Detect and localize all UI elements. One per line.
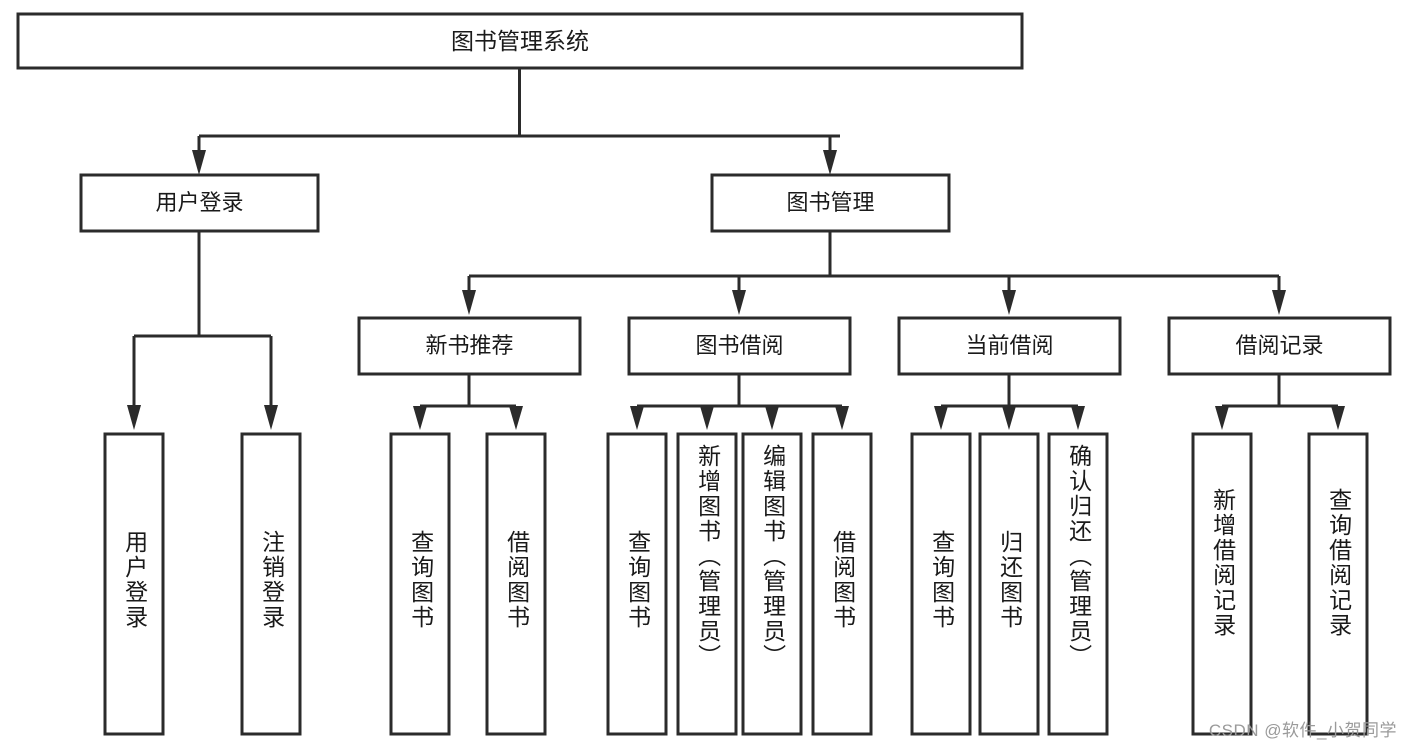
node-borrow-records[interactable]: 借阅记录	[1167, 316, 1392, 376]
leaf-box-query-book-3[interactable]	[910, 432, 972, 736]
arrow-root-to-book-mgmt	[823, 150, 837, 175]
node-current-borrow[interactable]: 当前借阅	[897, 316, 1122, 376]
arrow-bookmgmt-to-records	[1272, 290, 1286, 315]
leaf-box-borrow-book-1[interactable]	[485, 432, 547, 736]
node-new-book-recommend[interactable]: 新书推荐	[357, 316, 582, 376]
csdn-watermark: CSDN @软件_小贺同学	[1208, 721, 1397, 740]
leaf-box-query-borrow-record[interactable]	[1307, 432, 1369, 736]
node-borrow-records-box[interactable]	[1167, 316, 1392, 376]
arrow-current-leaf-3	[1071, 406, 1085, 430]
node-root-box[interactable]	[16, 12, 1024, 70]
leaf-box-return-book[interactable]	[978, 432, 1040, 736]
arrow-newbook-leaf-1	[413, 406, 427, 430]
arrow-borrow-leaf-2	[700, 406, 714, 430]
node-book-borrow[interactable]: 图书借阅	[627, 316, 852, 376]
node-user-login-label: 用户登录	[155, 190, 243, 215]
arrow-borrow-leaf-1	[630, 406, 644, 430]
leaf-box-logout[interactable]	[240, 432, 302, 736]
node-book-management[interactable]: 图书管理	[710, 173, 951, 233]
leaf-box-query-book-2[interactable]	[606, 432, 668, 736]
connectors-layer	[127, 68, 1345, 430]
leaf-box-confirm-return-admin[interactable]	[1047, 432, 1109, 736]
arrow-records-leaf-1	[1215, 406, 1229, 430]
leaf-box-edit-book-admin[interactable]	[741, 432, 803, 736]
arrow-root-to-user-login	[192, 150, 206, 175]
arrow-bookmgmt-to-borrow	[732, 290, 746, 315]
node-user-login-box[interactable]	[79, 173, 320, 233]
node-user-login[interactable]: 用户登录	[79, 173, 320, 233]
arrow-borrow-leaf-3	[765, 406, 779, 430]
leaf-boxes-layer	[103, 432, 1369, 736]
node-new-book-recommend-box[interactable]	[357, 316, 582, 376]
arrow-bookmgmt-to-current	[1002, 290, 1016, 315]
arrow-userlogin-leaf-2	[264, 405, 278, 430]
node-current-borrow-label: 当前借阅	[965, 333, 1053, 358]
node-book-borrow-box[interactable]	[627, 316, 852, 376]
arrow-borrow-leaf-4	[835, 406, 849, 430]
node-book-management-box[interactable]	[710, 173, 951, 233]
arrow-current-leaf-1	[934, 406, 948, 430]
node-root[interactable]: 图书管理系统	[16, 12, 1024, 70]
arrow-userlogin-leaf-1	[127, 405, 141, 430]
leaf-box-user-login[interactable]	[103, 432, 165, 736]
node-current-borrow-box[interactable]	[897, 316, 1122, 376]
leaf-box-borrow-book-2[interactable]	[811, 432, 873, 736]
node-book-management-label: 图书管理	[786, 190, 874, 215]
node-new-book-recommend-label: 新书推荐	[425, 333, 513, 358]
leaf-box-query-book-1[interactable]	[389, 432, 451, 736]
arrow-bookmgmt-to-new-book	[462, 290, 476, 315]
arrow-records-leaf-2	[1331, 406, 1345, 430]
arrow-current-leaf-2	[1002, 406, 1016, 430]
node-root-label: 图书管理系统	[451, 28, 589, 54]
leaf-box-add-borrow-record[interactable]	[1191, 432, 1253, 736]
node-book-borrow-label: 图书借阅	[695, 333, 783, 358]
arrow-newbook-leaf-2	[509, 406, 523, 430]
node-borrow-records-label: 借阅记录	[1235, 333, 1323, 358]
leaf-box-add-book-admin[interactable]	[676, 432, 738, 736]
